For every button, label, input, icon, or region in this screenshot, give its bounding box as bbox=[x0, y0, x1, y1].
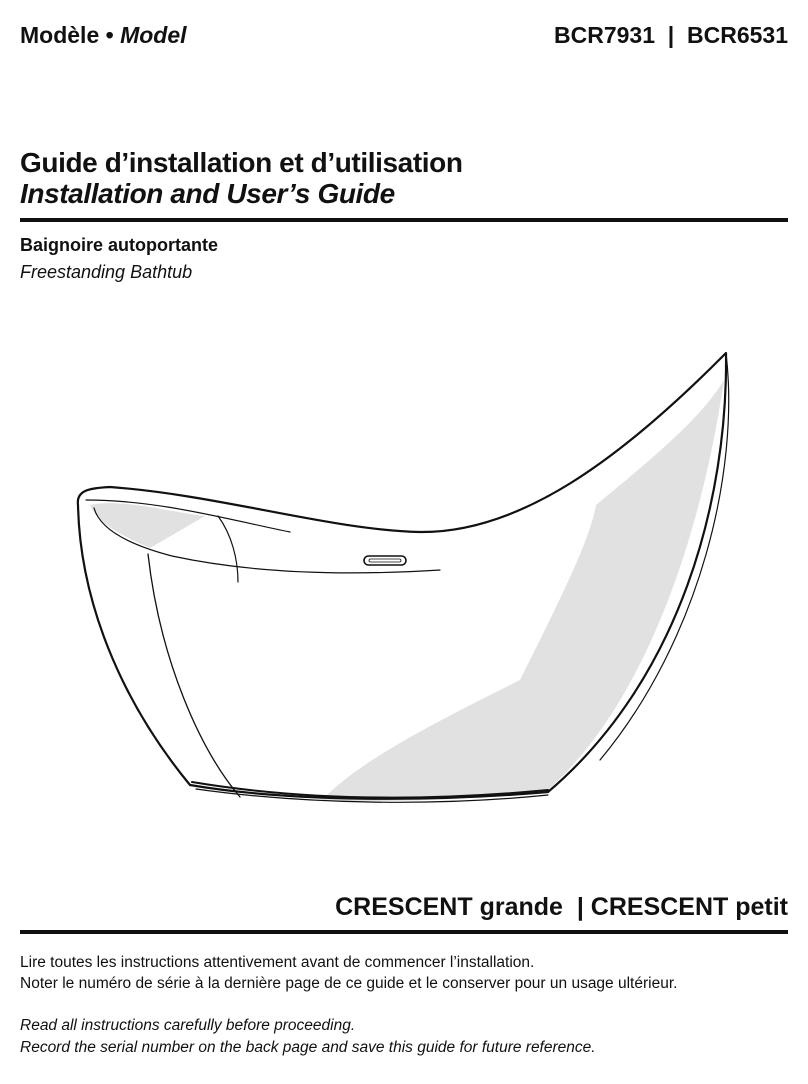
page-title-fr: Guide d’installation et d’utilisation bbox=[20, 147, 463, 178]
model-label: Modèle • Model bbox=[20, 22, 187, 49]
instruction-note-en: Read all instructions carefully before p… bbox=[20, 1017, 356, 1034]
model-separator: • bbox=[99, 22, 121, 48]
product-divider bbox=[20, 930, 788, 934]
tub-outer-shade bbox=[322, 380, 724, 802]
freestanding-bathtub-drawing bbox=[76, 351, 730, 803]
overflow-drain-icon bbox=[363, 555, 407, 566]
model-label-fr: Modèle bbox=[20, 22, 100, 48]
subtitle-en: Freestanding Bathtub bbox=[20, 262, 193, 282]
model-label-en: Model bbox=[120, 22, 187, 48]
serial-note-en: Record the serial number on the back pag… bbox=[20, 1039, 596, 1056]
instruction-note-fr: Lire toutes les instructions attentiveme… bbox=[20, 954, 535, 971]
tub-outline bbox=[76, 351, 730, 803]
subtitle-fr: Baignoire autoportante bbox=[20, 235, 219, 255]
page-title-en: Installation and User’s Guide bbox=[20, 178, 395, 209]
tub-interior-shade bbox=[90, 503, 205, 548]
product-names: CRESCENT grande | CRESCENT petit bbox=[335, 893, 788, 921]
title-divider bbox=[20, 218, 788, 222]
model-codes: BCR7931 | BCR6531 bbox=[554, 22, 788, 48]
serial-note-fr: Noter le numéro de série à la dernière p… bbox=[20, 975, 678, 992]
